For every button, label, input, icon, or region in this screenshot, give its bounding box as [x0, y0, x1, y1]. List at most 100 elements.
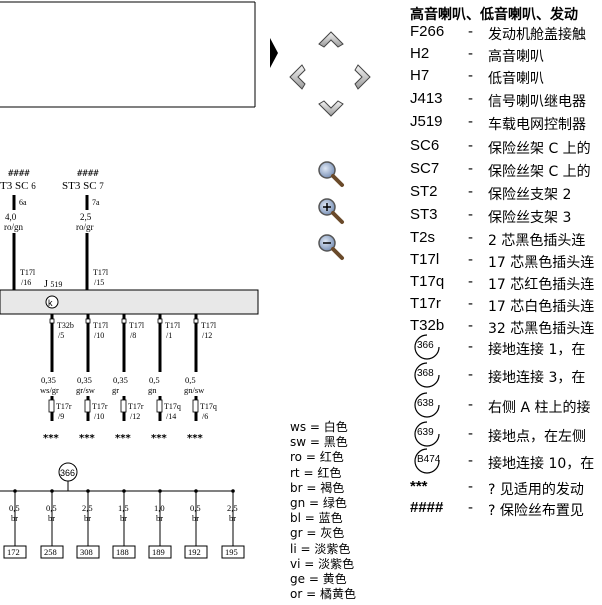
legend-title: 高音喇叭、低音喇叭、发动 [410, 6, 578, 22]
legend-description: 右侧 A 柱上的接 [488, 400, 591, 416]
svg-text:***: *** [43, 433, 59, 444]
arrow-left-icon[interactable] [289, 64, 306, 90]
legend-description: 保险丝架 C 上的 [488, 141, 591, 157]
svg-text:br: br [156, 513, 163, 523]
svg-text:T3 SC 6: T3 SC 6 [0, 180, 36, 192]
legend-code: J519 [410, 113, 443, 130]
fuse-ref-sc7: #### ST3 SC 7 7a 2,5 ro/gr T17l /15 [62, 169, 109, 290]
legend-dash: - [468, 45, 473, 62]
legend-code: ST3 [410, 206, 438, 223]
svg-text:ws/gr: ws/gr [40, 385, 59, 395]
legend-description: 保险丝支架 2 [488, 187, 572, 203]
legend-description: 信号喇叭继电器 [488, 94, 586, 110]
legend-code: T17q [410, 273, 445, 290]
legend-dash: - [468, 317, 473, 334]
collapse-arrow-icon[interactable] [270, 38, 278, 68]
legend-row: F266-发动机舱盖接触 [408, 23, 602, 45]
svg-text:/15: /15 [94, 278, 104, 287]
svg-text:T32b: T32b [57, 321, 74, 330]
zoom-icon[interactable] [318, 161, 344, 187]
legend-dash: - [468, 425, 473, 442]
svg-text:189: 189 [152, 547, 165, 557]
arrow-right-icon[interactable] [354, 64, 371, 90]
color-legend-item: li = 淡紫色 [290, 541, 351, 556]
legend-row: B474-接地连接 10，在 [408, 448, 602, 474]
svg-text:T17l: T17l [201, 321, 217, 330]
svg-text:T17r: T17r [56, 402, 72, 411]
legend-description: 2 芯黑色插头连 [488, 233, 586, 249]
svg-text:6a: 6a [19, 198, 27, 207]
legend-code: T17l [410, 251, 440, 268]
svg-text:/12: /12 [130, 412, 140, 421]
color-legend-item: bl = 蓝色 [290, 511, 343, 526]
wiring-diagram: #### T3 SC 6 6a 4,0 ro/gn T17l /16 #### … [0, 1, 259, 559]
svg-text:T17l: T17l [20, 268, 36, 277]
fuse-ref-sc6: #### T3 SC 6 6a 4,0 ro/gn T17l /16 [0, 169, 36, 290]
legend-row: 639-接地点，在左侧 [408, 421, 602, 447]
svg-text:4,0: 4,0 [5, 212, 17, 222]
svg-text:T17l: T17l [93, 268, 109, 277]
legend-code: H7 [410, 67, 430, 84]
svg-text:/6: /6 [202, 412, 208, 421]
svg-text:gr: gr [112, 385, 119, 395]
legend-description: ? 见适用的发动 [488, 482, 584, 498]
svg-text:br: br [192, 513, 199, 523]
svg-text:/9: /9 [58, 412, 64, 421]
svg-text:br: br [120, 513, 127, 523]
svg-text:2,5: 2,5 [82, 503, 93, 513]
svg-text:br: br [48, 513, 55, 523]
svg-text:gr/sw: gr/sw [76, 385, 96, 395]
color-legend-item: or = 橘黄色 [290, 587, 356, 602]
legend-code: #### [410, 499, 444, 516]
zoom-out-icon[interactable] [318, 234, 344, 260]
ground-point-number: 366 [417, 340, 434, 351]
svg-text:br: br [11, 513, 18, 523]
legend-description: ? 保险丝布置见 [488, 503, 584, 519]
svg-text:***: *** [115, 433, 131, 444]
legend-description: 发动机舱盖接触 [488, 27, 586, 43]
module-j519-bar: J 519 k [0, 279, 259, 315]
legend-row: #### -? 保险丝布置见 [408, 499, 602, 521]
zoom-in-icon[interactable] [318, 198, 344, 224]
legend-dash: - [468, 160, 473, 177]
legend-dash: - [468, 137, 473, 154]
legend-dash: - [468, 23, 473, 40]
svg-text:0,35: 0,35 [77, 375, 92, 385]
svg-text:366: 366 [60, 468, 75, 478]
legend-code: T17r [410, 295, 441, 312]
svg-text:br: br [229, 513, 236, 523]
module-symbol-icon [45, 295, 59, 309]
svg-text:1,0: 1,0 [154, 503, 165, 513]
legend-description: 17 芯白色插头连 [488, 299, 595, 315]
color-legend-item: br = 褐色 [290, 480, 345, 495]
legend-description: 32 芯黑色插头连 [488, 321, 595, 337]
arrow-down-icon[interactable] [318, 100, 344, 117]
legend-description: 接地连接 10，在 [488, 456, 595, 472]
svg-text:1,5: 1,5 [118, 503, 129, 513]
svg-text:0,35: 0,35 [41, 375, 56, 385]
legend-code: T2s [410, 229, 436, 246]
color-legend-item: ws = 白色 [290, 420, 348, 434]
legend-dash: - [468, 183, 473, 200]
legend-row: T17l-17 芯黑色插头连 [408, 251, 602, 273]
arrow-up-icon[interactable] [318, 31, 344, 48]
ground-wire-189: 1,0br 189 [148, 489, 172, 559]
legend-row: ST2-保险丝支架 2 [408, 183, 602, 205]
svg-text:0,5: 0,5 [185, 375, 196, 385]
legend-row: 366-接地连接 1，在 [408, 334, 602, 360]
legend-description: 低音喇叭 [488, 71, 544, 87]
ground-point-icon: 638 [408, 390, 446, 418]
svg-text:/12: /12 [202, 331, 212, 340]
ground-bus: 366 [0, 462, 233, 492]
legend-dash: - [468, 499, 473, 516]
svg-text:***: *** [79, 433, 95, 444]
legend-dash: - [468, 452, 473, 469]
legend-row: SC6-保险丝架 C 上的 [408, 137, 602, 159]
